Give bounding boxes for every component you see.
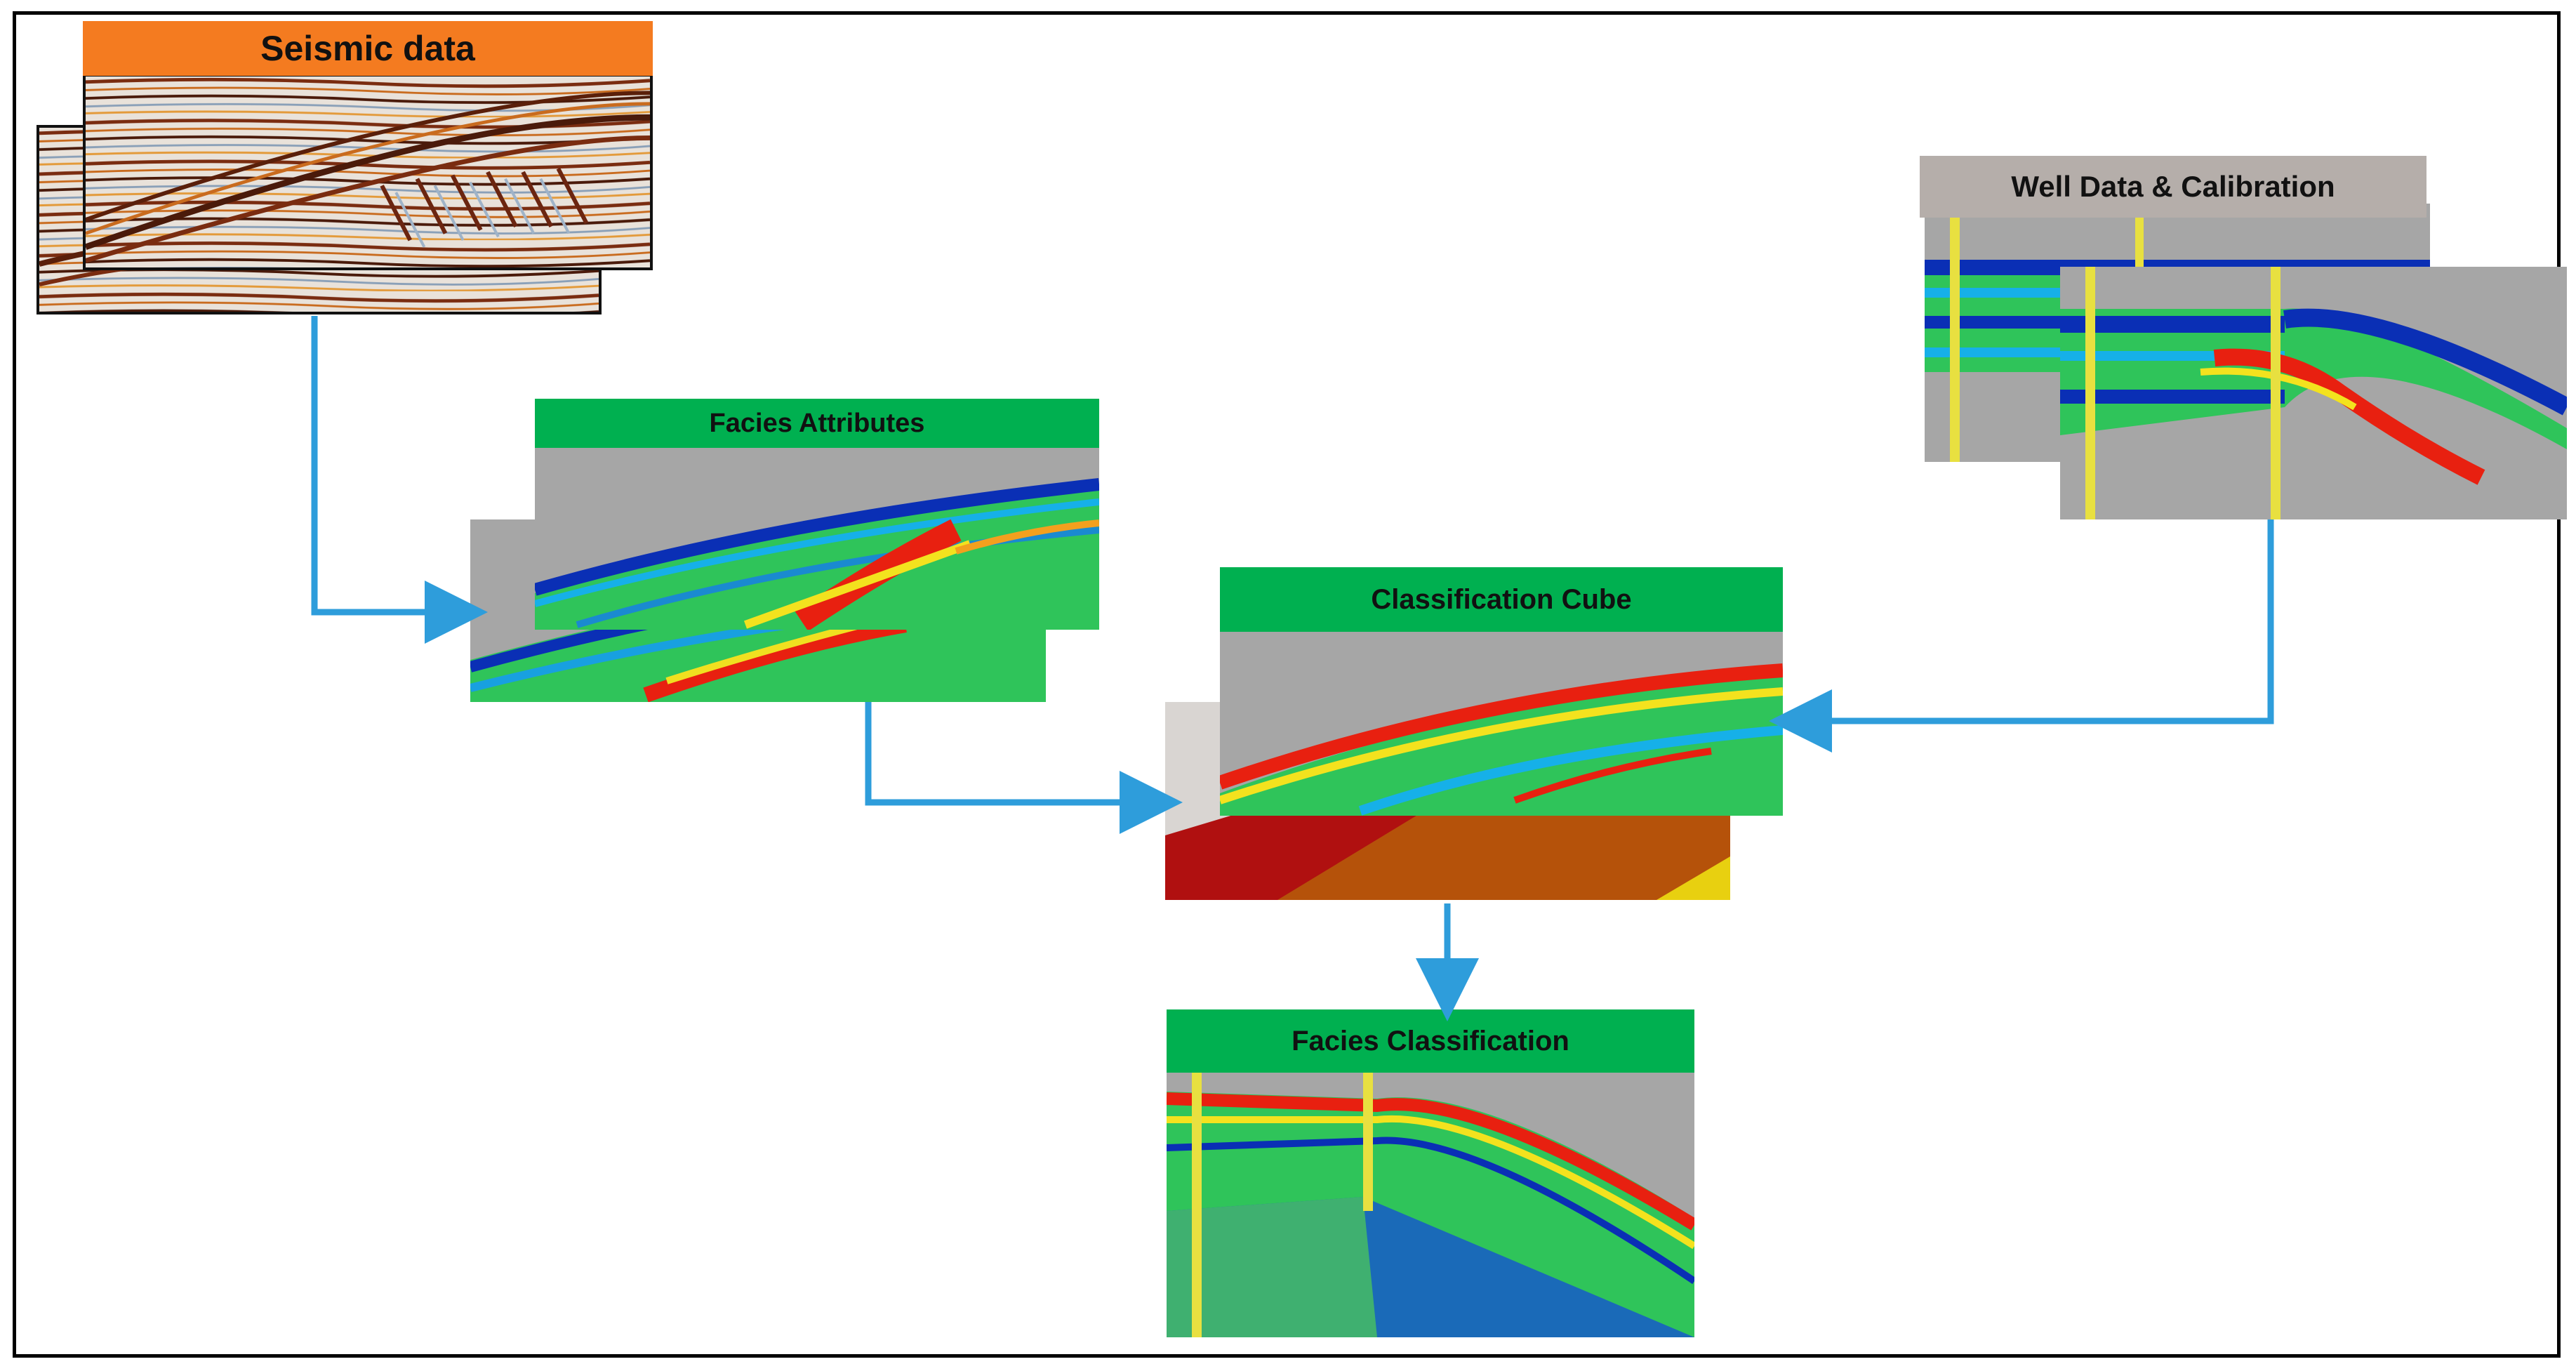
- diagram-border: [13, 11, 2561, 1358]
- classification-cube-label: Classification Cube: [1371, 583, 1632, 615]
- classification-cube-header: Classification Cube: [1220, 567, 1783, 632]
- seismic-data-header: Seismic data: [83, 21, 653, 76]
- well-data-label: Well Data & Calibration: [2011, 170, 2335, 203]
- facies-attributes-header: Facies Attributes: [535, 399, 1099, 448]
- facies-classification-label: Facies Classification: [1292, 1025, 1569, 1057]
- seismic-image-front: [83, 74, 653, 270]
- facies-attributes-image-front: [535, 446, 1099, 630]
- well-data-image-front: [2060, 267, 2567, 519]
- seismic-data-label: Seismic data: [260, 29, 475, 68]
- facies-classification-header: Facies Classification: [1167, 1009, 1694, 1073]
- facies-classification-image: [1167, 1071, 1694, 1337]
- classification-cube-image-front: [1220, 632, 1783, 816]
- facies-attributes-label: Facies Attributes: [709, 408, 925, 438]
- well-data-header: Well Data & Calibration: [1920, 156, 2426, 218]
